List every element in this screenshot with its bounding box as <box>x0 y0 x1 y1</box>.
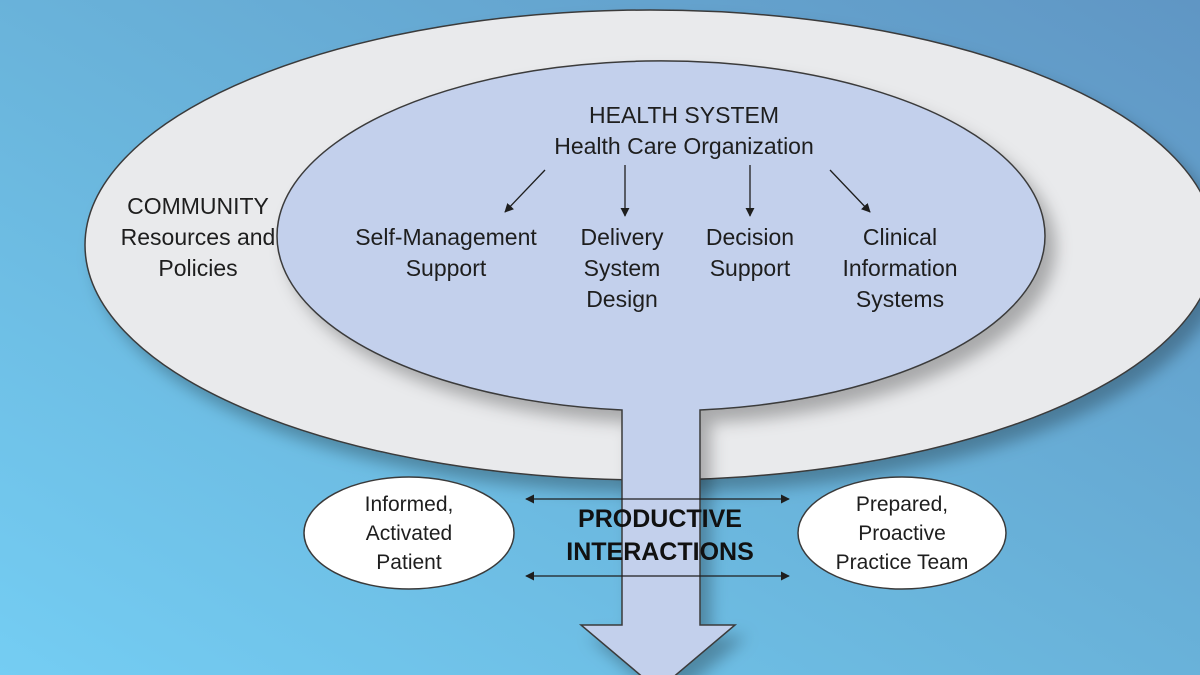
component-clinical-information-systems: Clinical Information Systems <box>842 224 958 312</box>
component-self-management: Self-Management Support <box>355 224 537 281</box>
community-line2: Resources and <box>120 224 276 250</box>
component-delivery-system-design: Delivery System Design <box>580 224 664 312</box>
health-system-subtitle: Health Care Organization <box>554 133 814 159</box>
productive-interactions-label: PRODUCTIVE INTERACTIONS <box>566 505 754 566</box>
community-label: COMMUNITY Resources and Policies <box>98 191 298 284</box>
arrow-to-clinical-information <box>829 169 871 213</box>
health-system-label: HEALTH SYSTEM Health Care Organization <box>484 100 884 162</box>
health-system-ellipse <box>276 60 1046 675</box>
community-title: COMMUNITY <box>127 193 269 219</box>
health-system-title: HEALTH SYSTEM <box>589 102 779 128</box>
team-ellipse <box>797 476 1007 590</box>
patient-label: Informed, Activated Patient <box>364 493 454 574</box>
team-label: Prepared, Proactive Practice Team <box>835 493 969 574</box>
component-decision-support: Decision Support <box>705 224 795 281</box>
patient-ellipse <box>303 476 515 590</box>
arrow-to-self-management <box>504 169 546 213</box>
community-line3: Policies <box>158 255 238 281</box>
